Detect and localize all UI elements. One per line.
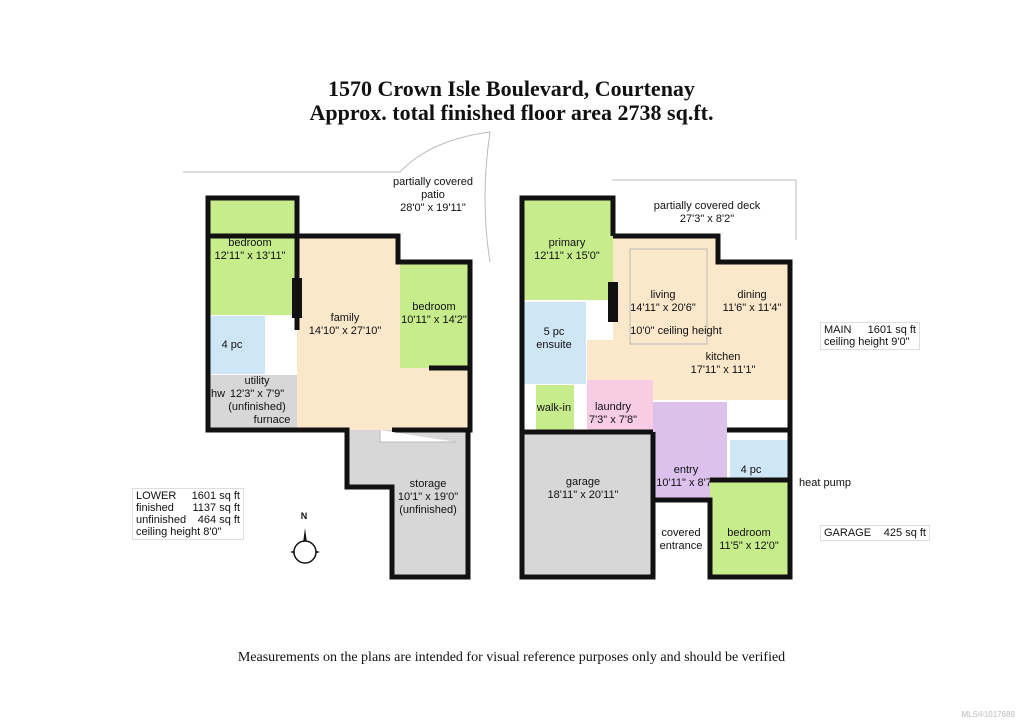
lower-furnace-label: furnace — [253, 414, 291, 426]
main-ensuite — [522, 302, 586, 384]
main-bath-label: 4 pc — [740, 464, 762, 476]
main-walls — [519, 195, 793, 580]
lower-bath — [208, 316, 265, 374]
deck-outline — [612, 179, 797, 240]
main-garage — [522, 432, 653, 577]
main-laundry — [587, 380, 653, 432]
main-walkin-label: walk-in — [536, 402, 572, 414]
lower-bedroom-2 — [400, 264, 468, 368]
lower-storage — [347, 430, 468, 577]
title-floor-area: Approx. total finished floor area 2738 s… — [309, 100, 714, 125]
main-walkin — [536, 385, 574, 430]
title-address: 1570 Crown Isle Boulevard, Courtenay — [328, 76, 695, 101]
main-bedroom — [710, 480, 790, 577]
main-fireplace — [608, 282, 618, 322]
main-living-ceiling — [629, 248, 708, 345]
main-ceiling-label: 10'0" ceiling height — [630, 325, 722, 337]
mls-watermark: MLS®1017689 — [961, 710, 1016, 719]
patio-outline — [183, 131, 491, 263]
heat-pump-label: heat pump — [799, 477, 851, 489]
main-primary — [522, 198, 613, 300]
compass-north-label: N — [300, 511, 308, 521]
lower-utility — [208, 375, 297, 430]
lower-fireplace — [292, 278, 302, 318]
lower-bedroom-1 — [208, 198, 297, 315]
compass-icon — [290, 528, 320, 564]
lower-hw-label: hw — [210, 388, 226, 400]
main-bath — [730, 440, 790, 478]
lower-walls — [205, 195, 473, 580]
disclaimer: Measurements on the plans are intended f… — [237, 650, 786, 665]
main-living-dining — [587, 236, 790, 400]
lower-stairs-outline — [379, 430, 456, 443]
lower-bath-label: 4 pc — [221, 339, 243, 351]
